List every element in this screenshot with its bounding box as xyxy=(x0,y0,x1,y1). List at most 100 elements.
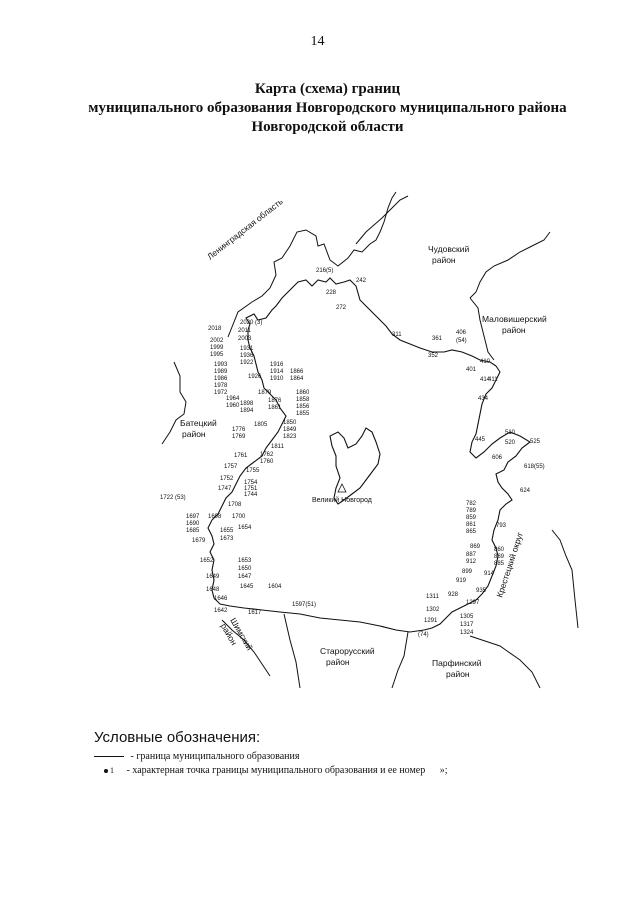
point-symbol: 1 xyxy=(94,766,124,775)
boundary-point-label: 1914 xyxy=(270,369,284,375)
boundary-point-label: 1747 xyxy=(218,486,232,492)
boundary-point-label: 242 xyxy=(356,278,367,284)
boundary-point-label: 406 xyxy=(456,330,467,336)
legend-point-text: - характерная точка границы муниципально… xyxy=(126,765,426,776)
city-marker-icon xyxy=(337,483,347,493)
boundary-point-label: 782 xyxy=(466,501,477,507)
boundary-point-label: 2018 xyxy=(208,326,222,332)
boundary-point-label: 1754 xyxy=(244,480,258,486)
boundary-point-label: 789 xyxy=(466,508,477,514)
boundary-point-label: 1860 xyxy=(296,390,310,396)
map-title: Карта (схема) границ муниципального обра… xyxy=(60,80,595,137)
municipal-boundary xyxy=(207,277,531,633)
boundary-point-label: 1744 xyxy=(244,492,258,498)
legend-row-boundary: - граница муниципального образования xyxy=(94,751,299,762)
boundary-point-label: 1999 xyxy=(210,345,224,351)
boundary-point-label: 1653 xyxy=(238,558,252,564)
chudovo-malovishera-divider xyxy=(469,297,495,361)
boundary-point-label: 1964 xyxy=(226,396,240,402)
boundary-point-label: 1931 xyxy=(240,346,254,352)
boundary-point-label: 1305 xyxy=(460,614,474,620)
boundary-point-label: 618(55) xyxy=(524,464,545,470)
boundary-point-label: 1700 xyxy=(232,514,246,520)
boundary-west xyxy=(211,330,287,521)
boundary-point-label: 928 xyxy=(448,592,459,598)
legend-heading: Условные обозначения: xyxy=(94,729,261,746)
boundary-point-label: 1685 xyxy=(186,528,200,534)
boundary-point-label: 861 xyxy=(466,522,477,528)
boundary-point-label: 1647 xyxy=(238,574,252,580)
boundary-point-label: 1858 xyxy=(296,397,310,403)
page-number: 14 xyxy=(310,34,325,49)
boundary-point-label: 1769 xyxy=(232,434,246,440)
boundary-point-label: 919 xyxy=(456,578,467,584)
boundary-point-label: 1995 xyxy=(210,352,224,358)
area-parfino-line1: Парфинский xyxy=(432,658,482,668)
boundary-point-label: 272 xyxy=(336,305,347,311)
boundary-point-label: 1898 xyxy=(240,401,254,407)
legend-tail: »; xyxy=(439,765,448,776)
boundary-point-label: 2003 xyxy=(238,336,252,342)
boundary-point-label: 606 xyxy=(492,455,503,461)
point-symbol-number: 1 xyxy=(110,766,114,775)
boundary-point-label: 1752 xyxy=(220,476,234,482)
boundary-point-label: 1811 xyxy=(271,444,285,450)
malovishera-boundary xyxy=(469,231,551,299)
boundary-point-label: 1861 xyxy=(268,405,282,411)
area-shimsk: Шимскийрайон xyxy=(219,616,255,658)
boundary-east xyxy=(423,365,531,631)
boundary-point-label: 1722 (53) xyxy=(160,495,186,501)
boundary-point-label: 1761 xyxy=(234,453,248,459)
area-batetsky-line1: Батецкий xyxy=(180,418,217,428)
boundary-point-label: 1617 xyxy=(248,610,262,616)
boundary-point-label: 525 xyxy=(530,439,541,445)
boundary-point-label: 1936 xyxy=(240,353,254,359)
legend-boundary-text: - граница муниципального образования xyxy=(130,751,300,762)
boundary-point-label: 352 xyxy=(428,353,439,359)
area-starorussky-line1: Старорусский xyxy=(320,646,375,656)
boundary-point-label: 865 xyxy=(466,529,477,535)
boundary-point-label: 1916 xyxy=(270,362,284,368)
boundary-point-label: 1604 xyxy=(268,584,282,590)
area-starorussky-line2: район xyxy=(326,657,350,667)
krestetsky-boundary xyxy=(551,529,579,629)
boundary-point-label: 401 xyxy=(466,367,477,373)
boundary-point-label: 1317 xyxy=(460,622,474,628)
boundary-point-label: 1597(51) xyxy=(292,602,316,608)
boundary-point-label: 1922 xyxy=(240,360,254,366)
boundary-point-label: 1648 xyxy=(206,587,220,593)
area-chudovo-line1: Чудовский xyxy=(428,244,469,254)
boundary-point-label: 1910 xyxy=(270,376,284,382)
title-line-1: Карта (схема) границ xyxy=(254,81,401,97)
boundary-point-label: 2002 xyxy=(210,338,224,344)
boundary-point-label: 411 xyxy=(488,377,498,383)
boundary-line-symbol xyxy=(94,756,124,758)
boundary-point-label: 1690 xyxy=(186,521,200,527)
chudovo-boundary xyxy=(355,195,409,245)
boundary-point-label: 1291 xyxy=(424,618,438,624)
boundary-point-label: 1324 xyxy=(460,630,474,636)
boundary-point-label: 1776 xyxy=(232,427,246,433)
legend-row-point: 1 - характерная точка границы муниципаль… xyxy=(94,765,448,776)
boundary-point-label: 1876 xyxy=(268,398,282,404)
boundary-point-label: 1762 xyxy=(260,452,274,458)
area-leningrad: Ленинградская область xyxy=(205,196,285,262)
boundary-point-label: 1649 xyxy=(206,574,220,580)
boundary-map: Великий Новгород Ленинградская область Ч… xyxy=(160,191,579,689)
boundary-point-label: 1297 xyxy=(466,600,480,606)
title-line-3: Новгородской области xyxy=(251,119,404,135)
area-malovishera-line2: район xyxy=(502,325,526,335)
boundary-point-label: 1697 xyxy=(186,514,200,520)
boundary-point-label: 1302 xyxy=(426,607,440,613)
boundary-point-label: 1986 xyxy=(214,376,228,382)
boundary-point-label: 414 xyxy=(480,377,491,383)
boundary-point-label: 1645 xyxy=(240,584,254,590)
boundary-point-label: 1654 xyxy=(238,525,252,531)
boundary-point-label: 869 xyxy=(494,554,505,560)
boundary-point-label: 1989 xyxy=(214,369,228,375)
boundary-point-label: (74) xyxy=(418,632,429,638)
